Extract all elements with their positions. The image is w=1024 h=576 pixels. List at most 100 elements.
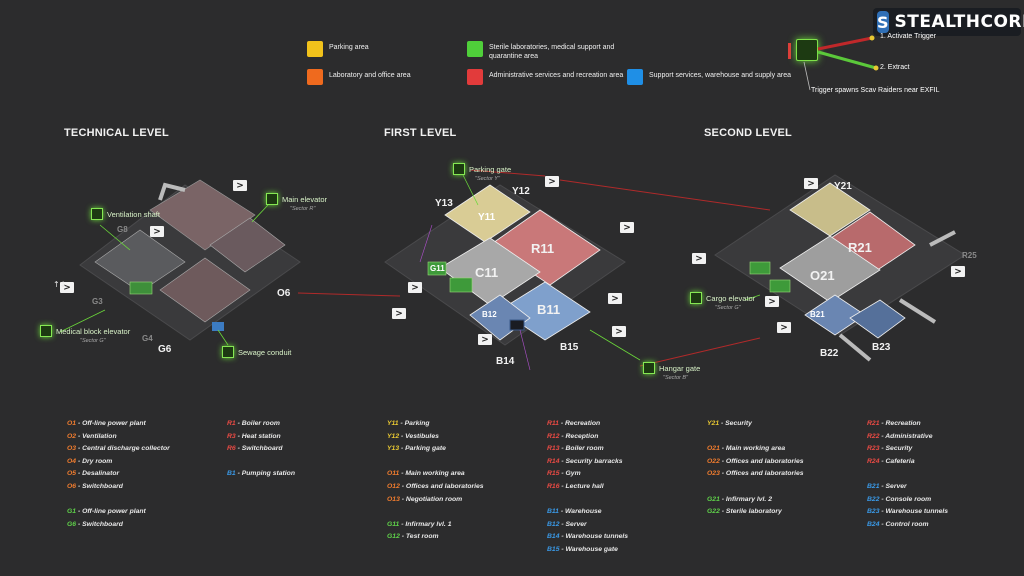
exfil-trigger-marker: [788, 43, 791, 59]
zone-label-b14: B14: [496, 356, 515, 367]
zone-label-r21: R21: [848, 240, 872, 255]
zone-y11-tile: [444, 184, 531, 243]
list-item: R23 - Security: [867, 445, 913, 453]
gate-leader: [217, 329, 229, 346]
level-title-technical: TECHNICAL LEVEL: [64, 127, 169, 139]
gate-label: Ventilation shaft: [107, 209, 160, 219]
exfil-dot: [869, 35, 875, 41]
gate-main-elevator: Main elevator: [266, 193, 327, 205]
list-second-right: R21 - Recreation R22 - Administrative R2…: [867, 420, 948, 533]
list-item: Y13 - Parking gate: [387, 445, 446, 453]
stairs-icon: >: [765, 296, 779, 307]
stairs-icon: >: [150, 226, 164, 237]
list-item: O2 - Ventilation: [67, 432, 117, 440]
gate-parking-gate: Parking gate: [453, 163, 511, 175]
gate-sub: "Sector G": [715, 305, 741, 311]
exfil-runner-icon: [796, 39, 818, 61]
exfil-line-trigger: [817, 36, 873, 51]
gate-label: Sewage conduit: [238, 347, 292, 357]
list-item: R12 - Reception: [547, 432, 599, 440]
exfil-line-extract: [817, 50, 877, 70]
exfil-runner-icon: [453, 163, 465, 175]
level-title-second: SECOND LEVEL: [704, 127, 792, 139]
gate-ventilation-shaft: Ventilation shaft: [91, 208, 160, 220]
zone-label-g11: G11: [430, 264, 445, 273]
exfil-step2: 2. Extract: [880, 64, 910, 71]
zone-g-tile: [129, 281, 153, 295]
gate-leader: [462, 174, 479, 206]
list-item: O22 - Offices and laboratories: [707, 457, 804, 465]
list-item: R16 - Lecture hall: [547, 482, 604, 490]
legend-administrative: Administrative services and recreation a…: [467, 69, 639, 85]
gate-label: Parking gate: [469, 164, 512, 174]
technical-floor: [79, 184, 301, 341]
list-item: B23 - Warehouse tunnels: [867, 508, 949, 516]
logo-text: STEALTHCORE: [895, 12, 1024, 32]
level-link: [297, 292, 401, 297]
gate-leader: [589, 329, 641, 361]
list-item: B21 - Server: [867, 482, 907, 490]
technical-rooms-west: [94, 229, 186, 293]
exfil-runner-icon: [91, 208, 103, 220]
technical-rooms-south: [159, 257, 251, 323]
zone-label-b22: B22: [820, 348, 839, 359]
exfil-runner-icon: [643, 362, 655, 374]
gate-label: Cargo elevator: [706, 293, 756, 303]
list-item: R1 - Boiler room: [227, 420, 280, 427]
gate-label: Medical block elevator: [56, 326, 131, 336]
list-item: O4 - Dry room: [67, 457, 113, 465]
brand-logo: S STEALTHCORE: [873, 8, 1024, 36]
list-item: O3 - Central discharge collector: [67, 445, 170, 453]
marker-leader: [419, 224, 433, 263]
zone-y21-tile: [789, 182, 871, 237]
zone-o21-tile: [779, 235, 881, 303]
list-technical-right: R1 - Boiler room R3 - Heat station R6 - …: [227, 420, 295, 483]
list-item: R21 - Recreation: [867, 420, 921, 427]
logo-text-a: STEALTH: [894, 12, 981, 32]
legend-label: Sterile laboratories, medical support an…: [489, 44, 615, 60]
list-item: O23 - Offices and laboratories: [707, 470, 804, 478]
zone-b11-tile: [499, 281, 591, 341]
level-link: [639, 337, 761, 367]
list-item: B12 - Server: [547, 520, 587, 528]
exfil-dot: [873, 65, 879, 71]
list-item: Y11 - Parking: [387, 420, 430, 427]
list-item: Y12 - Vestibules: [387, 432, 439, 440]
list-item: R24 - Cafeteria: [867, 457, 915, 465]
gate-label: Main elevator: [282, 194, 328, 204]
list-item: O12 - Offices and laboratories: [387, 482, 484, 490]
list-item: G6 - Switchboard: [67, 520, 123, 528]
legend-sterile: Sterile laboratories, medical support an…: [467, 41, 639, 61]
list-item: G11 - Infirmary lvl. 1: [387, 520, 452, 528]
list-item: O11 - Main working area: [387, 470, 465, 478]
exfil-runner-icon: [222, 346, 234, 358]
zone-label-g8: G8: [117, 225, 128, 234]
zone-label-r25: R25: [962, 251, 977, 260]
zone-label-r11: R11: [531, 241, 555, 256]
exfil-leader: [803, 61, 811, 91]
list-item: G21 - Infirmary lvl. 2: [707, 495, 772, 503]
list-item: O6 - Switchboard: [67, 482, 123, 490]
list-second-left: Y21 - Security O21 - Main working area O…: [707, 420, 804, 521]
zone-label-g6: G6: [158, 344, 172, 355]
zone-label-y13: Y13: [435, 198, 453, 209]
stairs-icon: >: [608, 293, 622, 304]
zone-label-c11: C11: [475, 265, 499, 280]
exfil-runner-icon: [40, 325, 52, 337]
legend-swatch-red: [467, 69, 483, 85]
zone-label-b11: B11: [537, 302, 561, 317]
list-item: R15 - Gym: [547, 470, 581, 478]
list-item: B1 - Pumping station: [227, 470, 295, 478]
zone-g21-tile: [749, 261, 771, 275]
list-item: R11 - Recreation: [547, 420, 601, 427]
exfil-note: Trigger spawns Scav Raiders near EXFIL: [811, 87, 940, 94]
second-corridor: [838, 333, 872, 362]
list-item: G1 - Off-line power plant: [67, 508, 146, 516]
gate-leader: [59, 309, 106, 333]
list-item: R22 - Administrative: [867, 432, 933, 440]
level-title-first: FIRST LEVEL: [384, 127, 457, 139]
stairs-icon: >: [478, 334, 492, 345]
gate-hangar-gate: Hangar gate: [643, 362, 700, 374]
zone-c11-tile: [439, 237, 541, 306]
